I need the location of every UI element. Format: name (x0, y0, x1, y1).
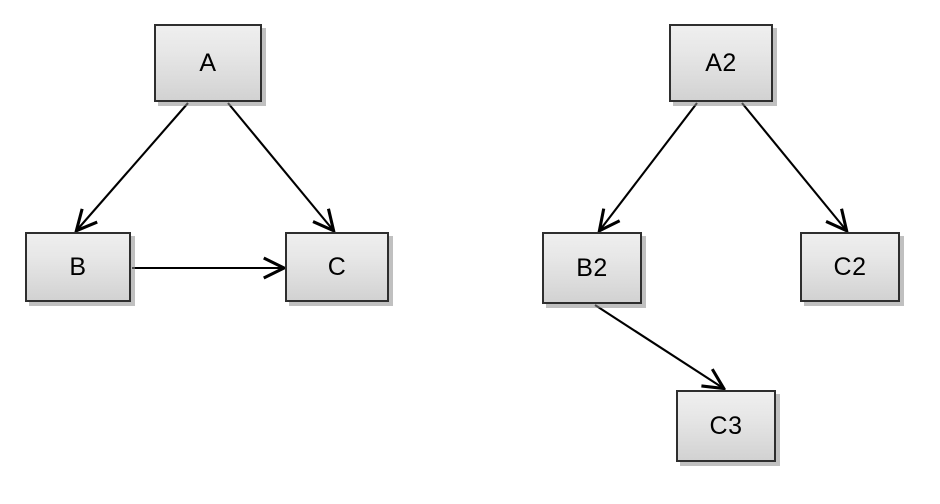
node-b[interactable]: B (25, 232, 131, 302)
edge-b2-to-c3 (594, 304, 723, 388)
node-c[interactable]: C (285, 232, 389, 302)
node-label: B2 (576, 253, 608, 282)
node-label: C (327, 252, 347, 281)
node-label: A (199, 48, 217, 77)
node-c3[interactable]: C3 (676, 390, 776, 462)
edge-a-to-b (77, 102, 189, 230)
edge-a2-to-b2 (600, 102, 698, 230)
edge-a-to-c (227, 102, 333, 230)
node-b2[interactable]: B2 (542, 232, 642, 304)
edge-paths (77, 102, 846, 388)
node-label: C3 (709, 411, 743, 440)
edge-a2-to-c2 (741, 102, 846, 230)
node-a2[interactable]: A2 (669, 24, 773, 102)
node-label: C2 (833, 252, 867, 281)
node-c2[interactable]: C2 (800, 232, 900, 302)
node-label: A2 (705, 48, 737, 77)
node-label: B (69, 252, 87, 281)
node-a[interactable]: A (154, 24, 262, 102)
